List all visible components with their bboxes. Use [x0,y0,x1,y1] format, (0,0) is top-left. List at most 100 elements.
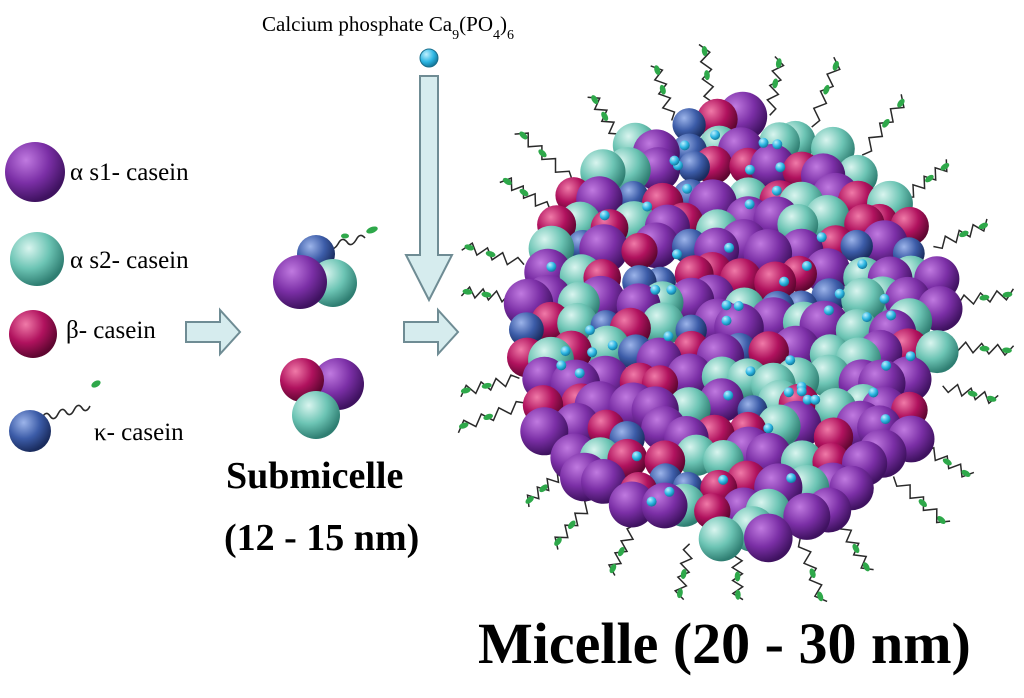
calcium-phosphate-dot [786,473,797,484]
as1-sphere [666,353,713,400]
kappa-tail-tip [458,422,469,429]
kappa-tail-tip [1001,347,1012,354]
kappa-tail-tip [502,177,512,186]
calcium-phosphate-dot [857,259,868,270]
kappa-tail-tip [979,345,990,352]
calcium-phosphate-dot [779,276,790,287]
calcium-phosphate-dot [775,162,786,173]
calcium-phosphate-dot [560,346,571,357]
legend-as1-label: α s1- casein [70,159,189,186]
down-arrow [404,75,454,303]
kappa-tail-tip [852,543,860,554]
calcium-phosphate-dot [723,390,734,401]
kappa-tail-tip [460,387,471,394]
legend-kappa-label: κ- casein [94,419,184,446]
kappa-tail-tip [654,65,661,75]
legend-beta-sphere [9,310,57,358]
kappa-tail-tip [617,546,625,557]
legend-as1-sphere [5,142,65,202]
kappa-tail-tip [464,244,475,251]
legend: α s1- casein α s2- casein β- casein κ- c… [5,142,189,452]
kappa-tail-tip [609,563,617,574]
as1-sphere [608,481,655,528]
kappa-tail-tip [897,98,905,108]
calcium-phosphate-dot [672,249,682,260]
calcium-phosphate-dot [810,394,821,405]
calcium-phosphate-dot [724,242,735,253]
calcium-phosphate-dot [679,140,690,151]
calcium-phosphate-dot [664,486,675,497]
calcium-phosphate-dot [758,137,769,148]
submicelle-cluster-2 [280,358,364,439]
calcium-phosphate-dot [802,394,813,405]
calcium-phosphate-dot [834,288,845,299]
calcium-phosphate-dot [772,139,783,150]
kappa-sphere [509,312,544,347]
legend-kappa-tail [41,404,91,420]
legend-as2-sphere [10,232,64,286]
calcium-phosphate-dot [745,164,755,175]
kappa-tail-tip [862,562,870,572]
kappa-tail [861,94,905,156]
legend-as2-label: α s2- casein [70,247,189,274]
kappa-tail [514,132,574,182]
kappa-tail-tip [483,413,493,421]
as1-sphere [641,482,688,529]
legend-kappa-sphere [9,410,51,452]
calcium-phosphate-dot [868,387,879,398]
kappa-sphere [840,229,873,263]
kappa-tail-tip [940,162,950,171]
calcium-phosphate-dot [785,355,796,366]
calcium-phosphate-dot [631,451,642,462]
calcium-phosphate-dot [763,423,774,434]
calcium-phosphate-dot [801,261,812,271]
micelle-title: Micelle (20 - 30 nm) [478,611,971,676]
calcium-phosphate-dot [718,474,729,485]
calcium-phosphate-dot [771,185,782,196]
kappa-tail [948,341,1015,357]
kappa-tail-tip [680,569,687,579]
kappa-tail-tip [925,174,934,183]
kappa-tail [838,519,874,571]
micelle-cluster [503,91,963,563]
calcium-phosphate-dot [419,48,439,68]
as1-sphere [699,378,744,423]
kappa-tail-tip [918,499,927,508]
as2-sphere [698,516,744,562]
kappa-tail-tip [937,516,946,524]
kappa-tail-tip [659,84,666,95]
kappa-tail-tip [701,46,708,56]
calcium-phosphate-dot [682,183,693,194]
kappa-tail-tip [567,520,576,530]
kappa-sphere [678,151,710,183]
kappa-tail-tip [961,469,971,477]
kappa-tail-tip [485,251,496,258]
calcium-phosphate-dot [823,305,834,316]
calcium-phosphate-dot [721,315,732,326]
calcium-phosphate-dot [745,366,756,377]
beta-sphere [621,232,658,270]
right-arrow-1 [185,307,242,357]
kappa-tail-tip [734,571,741,582]
calcium-phosphate-dot [710,130,721,140]
kappa-tail-tip [986,395,997,402]
kappa-tail-tip [539,484,548,493]
right-arrow-2 [403,307,460,357]
kappa-tail-tip [772,78,779,89]
submicelle-size: (12 - 15 nm) [224,517,419,559]
micelle-kappa-tails [457,43,1015,603]
calcium-phosphate-dot [721,300,732,311]
calcium-phosphate-dot [650,284,661,295]
calcium-phosphate-dot [733,301,744,311]
kappa-tail-tip [481,382,492,389]
calcium-phosphate-dot [881,360,892,371]
calcium-phosphate-dot [880,414,891,425]
calcium-phosphate-label: Calcium phosphate Ca9(PO4)6 [262,12,514,43]
calcium-phosphate-dot [607,340,618,351]
legend-kappa-tail-tip [91,380,101,388]
kappa-tail [797,536,828,603]
kappa-tail-tip [942,458,952,466]
kappa-tail-tip [775,58,782,69]
kappa-tail-tip [832,61,839,71]
